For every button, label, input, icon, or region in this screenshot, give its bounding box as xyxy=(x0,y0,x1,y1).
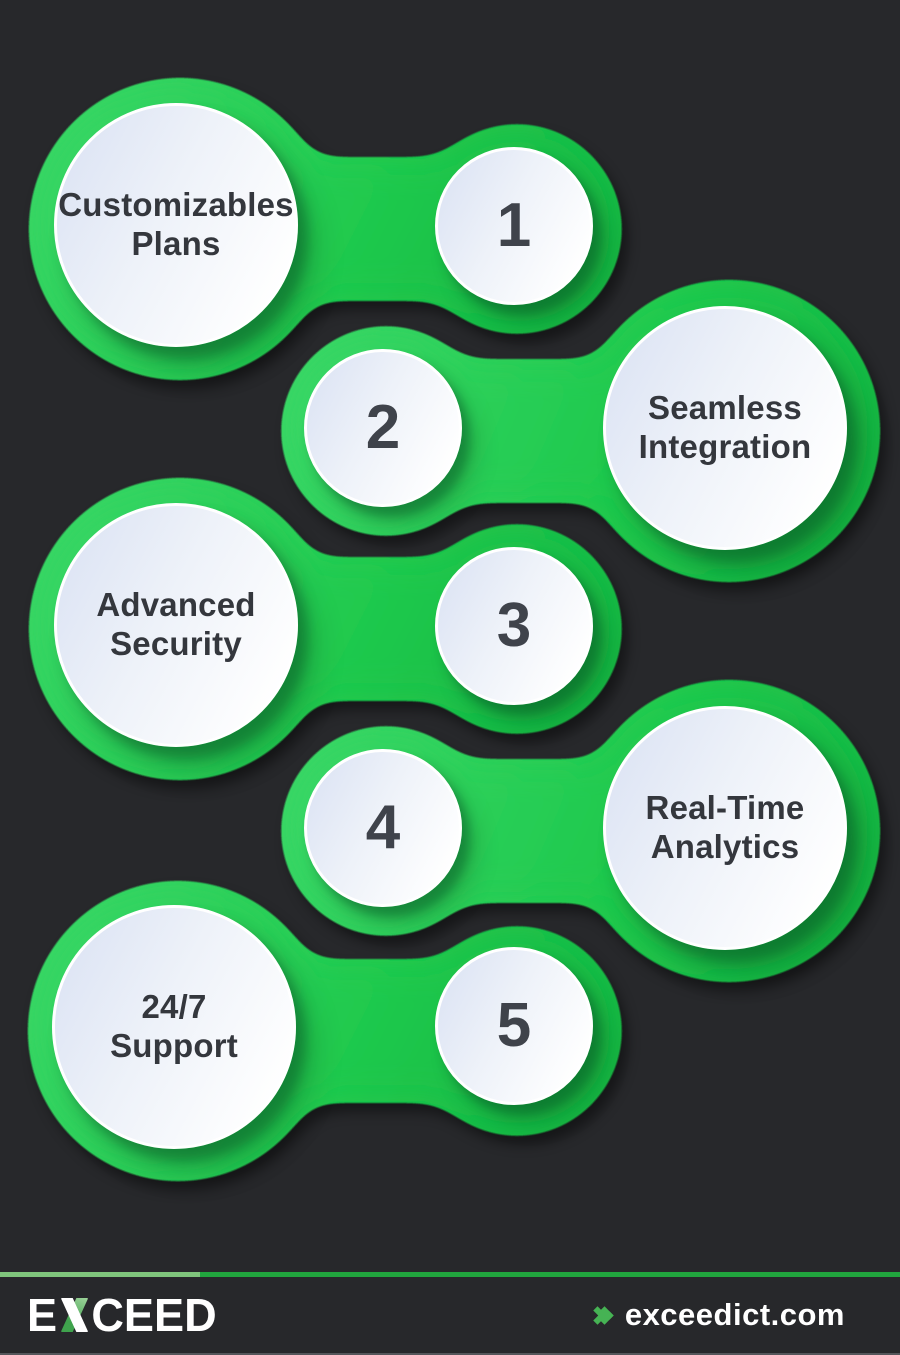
website-text: exceedict.com xyxy=(624,1297,845,1332)
feature-circle-3: Advanced Security xyxy=(54,503,298,747)
step-number-5: 5 xyxy=(496,991,532,1060)
number-circle-3: 3 xyxy=(435,547,593,705)
feature-label-1: Customizables Plans xyxy=(58,186,294,262)
number-circle-1: 1 xyxy=(435,147,593,305)
divider-green-segment xyxy=(200,1272,900,1277)
bottom-edge-line xyxy=(0,1353,900,1355)
brand-logo: E X CEED xyxy=(27,1292,217,1338)
feature-circle-2: Seamless Integration xyxy=(603,306,847,550)
feature-label-4: Real-Time Analytics xyxy=(645,789,805,865)
number-circle-5: 5 xyxy=(435,947,593,1105)
double-chevron-icon xyxy=(588,1305,614,1325)
brand-logo-part2: CEED xyxy=(91,1289,217,1341)
feature-circle-5: 24/7 Support xyxy=(52,905,296,1149)
footer-bar: E X CEED exceedict.com xyxy=(0,1277,900,1353)
number-circle-2: 2 xyxy=(304,349,462,507)
brand-logo-part1: E xyxy=(27,1289,58,1341)
step-number-3: 3 xyxy=(496,591,532,660)
website-link[interactable]: exceedict.com xyxy=(588,1297,845,1333)
feature-circle-1: Customizables Plans xyxy=(54,103,298,347)
number-circle-4: 4 xyxy=(304,749,462,907)
feature-label-5: 24/7 Support xyxy=(110,988,238,1064)
feature-label-2: Seamless Integration xyxy=(638,389,812,465)
step-number-1: 1 xyxy=(496,191,532,260)
feature-label-3: Advanced Security xyxy=(96,586,256,662)
brand-x-icon: X xyxy=(58,1298,90,1332)
feature-circle-4: Real-Time Analytics xyxy=(603,706,847,950)
footer-divider xyxy=(0,1272,900,1277)
divider-light-segment xyxy=(0,1272,200,1277)
step-number-4: 4 xyxy=(365,793,401,862)
step-number-2: 2 xyxy=(365,393,401,462)
